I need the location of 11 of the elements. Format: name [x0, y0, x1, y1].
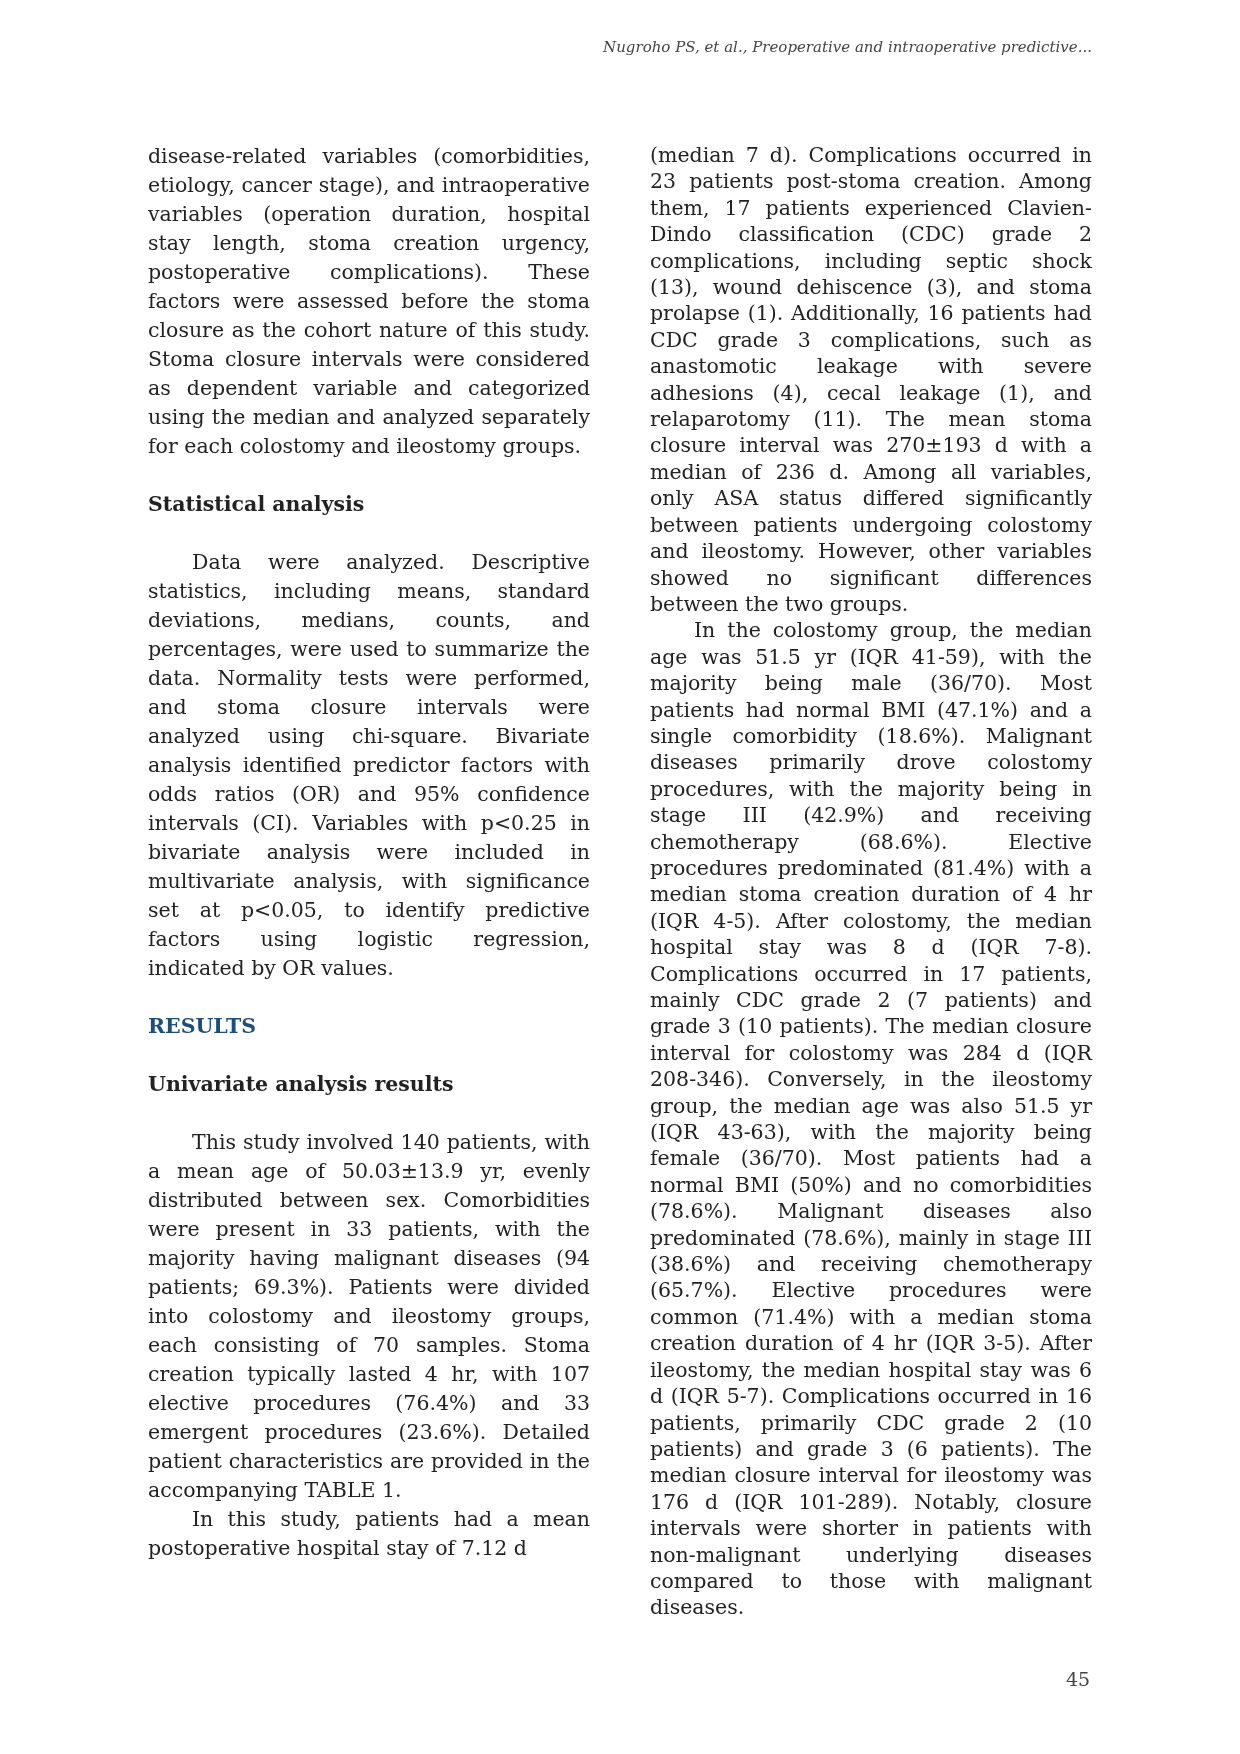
paragraph: In the colostomy group, the median age was 51.5 yr (IQR 41-59), with the majority being male (36/70). Most patients had normal BMI (47.1%) and a single comorbidity (18.6%). Malignant diseases primarily drove colostomy procedures, with the majority being in stage III (42.9%) and receiving chemotherapy (68.6%). Elective procedures predominated (81.4%) with a median stoma creation duration of 4 hr (IQR 4-5). After colostomy, the median hospital stay was 8 d (IQR 7-8). Complications occurred in 17 patients, mainly CDC grade 2 (7 patients) and grade 3 (10 patients). The median closure interval for colostomy was 284 d (IQR 208-346). Conversely, in the ileostomy group, the median age was also 51.5 yr (IQR 43-63), with the majority being female (36/70). Most patients had a normal BMI (50%) and no comorbidities (78.6%). Malignant diseases also predominated (78.6%), mainly in stage III (38.6%) and receiving chemotherapy (65.7%). Elective procedures were common (71.4%) with a median stoma creation duration of 4 hr (IQR 3-5). After ileostomy, the median hospital stay was 6 d (IQR 5-7). Complications occurred in 16 patients, primarily CDC grade 2 (10 patients) and grade 3 (6 patients). The median closure interval for ileostomy was 176 d (IQR 101-289). Notably, closure intervals were shorter in patients with non-malignant underlying diseases compared to those with malignant diseases.: [650, 617, 1092, 1621]
paragraph: (median 7 d). Complications occurred in 23 patients post-stoma creation. Among them, 17 patients experienced Clavien-Dindo classification (CDC) grade 2 complications, including septic shock (13), wound dehiscence (3), and stoma prolapse (1). Additionally, 16 patients had CDC grade 3 complications, such as anastomotic leakage with severe adhesions (4), cecal leakage (1), and relaparotomy (11). The mean stoma closure interval was 270±193 d with a median of 236 d. Among all variables, only ASA status differed significantly between patients undergoing colostomy and ileostomy. However, other variables showed no significant differences between the two groups.: [650, 142, 1092, 618]
running-header: Nugroho PS, et al., Preoperative and intraoperative predictive...: [603, 38, 1092, 56]
subsection-heading: Statistical analysis: [148, 491, 366, 518]
paragraph: In this study, patients had a mean postoperative hospital stay of 7.12 d: [148, 1506, 590, 1562]
paragraph: Data were analyzed. Descriptive statistics, including means, standard deviations, medians, counts, and percentages, were used to summarize the data. Normality tests were performed, and stoma closure intervals were analyzed using chi-square. Bivariate analysis identified predictor factors with odds ratios (OR) and 95% confidence intervals (CI). Variables with p<0.25 in bivariate analysis were included in multivariate analysis, with significance set at p<0.05, to identify predictive factors using logistic regression, indicated by OR values.: [148, 549, 590, 982]
paragraph: disease-related variables (comorbidities, etiology, cancer stage), and intraoperative variables (operation duration, hospital stay length, stoma creation urgency, postoperative complications). These factors were assessed before the stoma closure as the cohort nature of this study. Stoma closure intervals were considered as dependent variable and categorized using the median and analyzed separately for each colostomy and ileostomy groups.: [148, 143, 590, 460]
paragraph: This study involved 140 patients, with a mean age of 50.03±13.9 yr, evenly distributed between sex. Comorbidities were present in 33 patients, with the majority having malignant diseases (94 patients; 69.3%). Patients were divided into colostomy and ileostomy groups, each consisting of 70 samples. Stoma creation typically lasted 4 hr, with 107 elective procedures (76.4%) and 33 emergent procedures (23.6%). Detailed patient characteristics are provided in the accompanying TABLE 1.: [148, 1129, 590, 1504]
section-heading: RESULTS: [148, 1013, 258, 1040]
subsection-heading: Univariate analysis results: [148, 1071, 455, 1098]
page-number: 45: [1066, 1668, 1091, 1690]
